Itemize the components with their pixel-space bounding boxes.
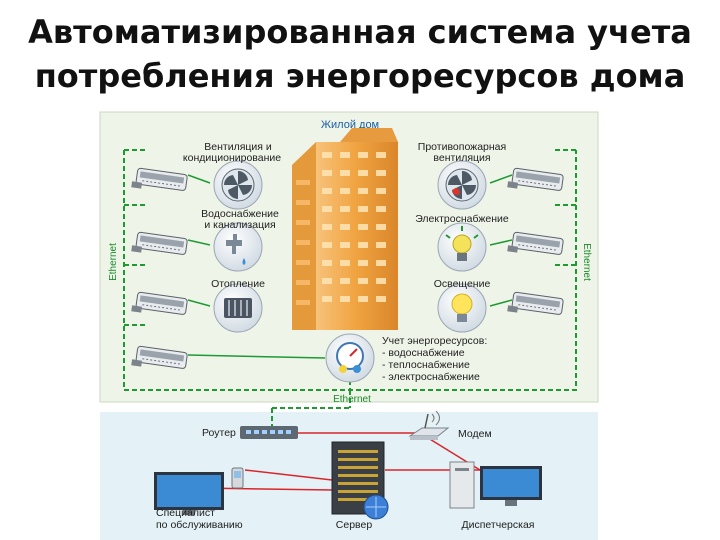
metering-item-heat: - теплоснабжение: [382, 359, 470, 371]
metering-item-power: - электроснабжение: [382, 371, 480, 383]
water-label-1: Водоснабжение: [201, 208, 279, 220]
title-line-2: потребления энергоресурсов дома: [34, 57, 686, 95]
faucet-icon: [213, 222, 263, 272]
lighting-label: Освещение: [434, 278, 491, 290]
radiator-icon: [213, 283, 263, 333]
ventilation-label-2: кондиционирование: [183, 152, 281, 164]
ethernet-label-bottom: Ethernet: [333, 394, 371, 405]
dispatcher-label: Диспетчерская: [462, 519, 535, 531]
slide-title: Автоматизированная система учета потребл…: [0, 10, 720, 98]
ethernet-label-left: Ethernet: [108, 243, 119, 281]
server-rack-icon: [331, 441, 389, 520]
water-label-2: и канализация: [204, 219, 275, 231]
fire-ventilation-label-1: Противопожарная: [418, 141, 506, 153]
server-label: Сервер: [336, 519, 373, 531]
fire-fan-icon: [437, 160, 487, 210]
ventilation-label-1: Вентиляция и: [204, 141, 272, 153]
heating-label: Отопление: [211, 278, 265, 290]
meter-gauge-icon: [325, 333, 375, 383]
modem-label: Модем: [458, 428, 492, 440]
power-label: Электроснабжение: [415, 213, 509, 225]
device-connectors: [187, 174, 513, 359]
metering-title: Учет энергоресурсов:: [382, 335, 487, 347]
fan-icon: [213, 160, 263, 210]
ethernet-label-right: Ethernet: [581, 243, 592, 281]
metering-item-water: - водоснабжение: [382, 347, 465, 359]
light-bulb-icon: [437, 283, 487, 333]
dispatcher-workstation-icon: [449, 461, 542, 509]
router-label: Роутер: [202, 427, 236, 439]
power-lamp-icon: [437, 222, 487, 272]
apartment-building: [292, 128, 398, 330]
router-icon: [240, 426, 298, 439]
specialist-label-1: Специалист: [156, 507, 215, 519]
specialist-monitor-icon: [154, 467, 244, 515]
fire-ventilation-label-2: вентиляция: [433, 152, 490, 164]
title-line-1: Автоматизированная система учета: [28, 13, 692, 51]
modem-icon: [408, 410, 450, 440]
specialist-label-2: по обслуживанию: [156, 519, 243, 531]
